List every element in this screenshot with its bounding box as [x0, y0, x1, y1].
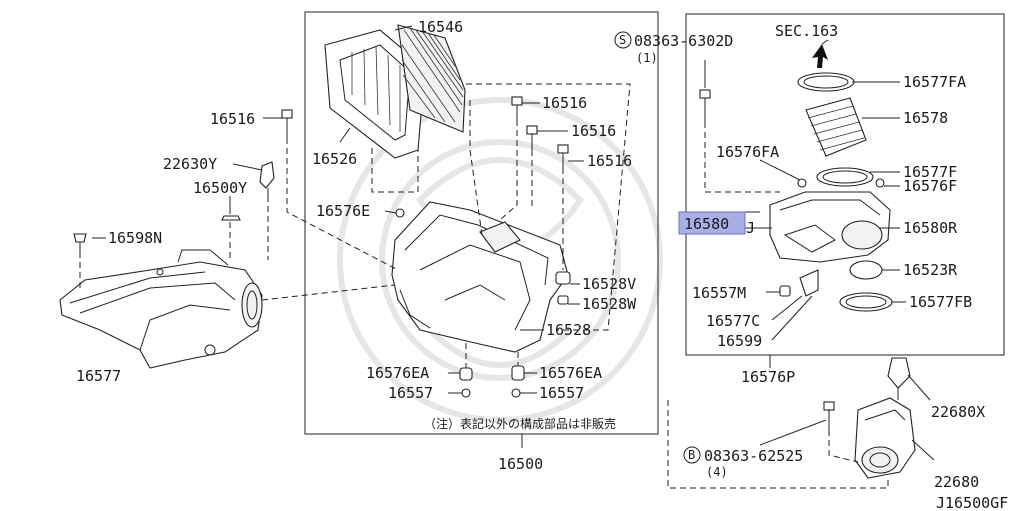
label-16557-left: 16557	[388, 384, 433, 402]
resonator-assembly-box	[685, 13, 1005, 356]
s-bolt-marker-letter: S	[619, 33, 626, 47]
clamp-16577F	[816, 167, 874, 187]
label-16580J-suffix: J	[746, 219, 755, 237]
label-08363-62525-qty: (4)	[706, 465, 728, 479]
label-16516-box-c: 16516	[587, 152, 632, 170]
bolt-16516-left	[281, 109, 293, 138]
label-16500: 16500	[498, 455, 543, 473]
label-16577FA: 16577FA	[903, 73, 966, 91]
air-duct-16577	[59, 249, 263, 369]
sensor-22630Y	[259, 161, 275, 196]
label-16557-right: 16557	[539, 384, 584, 402]
label-16577F: 16577F	[903, 163, 957, 181]
label-22680: 22680	[934, 473, 979, 491]
label-16580R: 16580R	[903, 219, 958, 237]
label-08363-6302D: 08363-6302D	[634, 32, 733, 50]
seal-16523R	[849, 260, 883, 280]
label-16523R: 16523R	[903, 261, 958, 279]
label-16526: 16526	[312, 150, 357, 168]
b-bolt-marker-letter: B	[688, 448, 695, 462]
label-16580J-highlight: 16580	[684, 215, 729, 233]
sensor-22680X	[887, 357, 911, 400]
grommet-16500Y	[221, 215, 241, 221]
label-16528V: 16528V	[582, 275, 636, 293]
label-08363-62525: 08363-62525	[704, 447, 803, 465]
bolt-08363-62525	[823, 401, 835, 430]
sec-163-arrow	[812, 44, 828, 68]
figure-code: J16500GF	[936, 494, 1008, 511]
label-16546: 16546	[418, 18, 463, 36]
label-22680X: 22680X	[931, 403, 985, 421]
label-16576E: 16576E	[316, 202, 370, 220]
label-16557M: 16557M	[692, 284, 746, 302]
filter-housing-16526	[324, 29, 426, 159]
part-labels: 16546 16526 16516 16516 16516 16516 2263…	[76, 18, 1008, 511]
highlight-16580J	[678, 211, 746, 235]
label-16576FA: 16576FA	[716, 143, 779, 161]
air-cleaner-lower-case	[391, 201, 569, 353]
label-16528: 16528	[546, 321, 591, 339]
airflow-meter-22680	[854, 397, 916, 479]
label-16578: 16578	[903, 109, 948, 127]
dashed-assembly-lines	[79, 83, 889, 489]
label-16516-box-a: 16516	[542, 94, 587, 112]
label-08363-6302D-qty: (1)	[636, 51, 658, 65]
s-bolt-marker	[614, 31, 632, 49]
label-16577: 16577	[76, 367, 121, 385]
label-16577C: 16577C	[706, 312, 760, 330]
label-16576F: 16576F	[903, 177, 957, 195]
watermark-emblem	[337, 97, 663, 423]
label-16516-left: 16516	[210, 110, 255, 128]
label-16598N: 16598N	[108, 229, 162, 247]
label-16576EA-left: 16576EA	[366, 364, 429, 382]
clamp-16577FB	[839, 292, 893, 312]
label-16516-box-b: 16516	[571, 122, 616, 140]
label-16528W: 16528W	[582, 295, 637, 313]
clip-16598N	[73, 233, 87, 252]
label-16577FB: 16577FB	[909, 293, 972, 311]
bolts-16516-box	[511, 96, 569, 168]
bellows-hose-16578	[805, 97, 867, 157]
resonator-body-16580	[769, 191, 891, 263]
b-bolt-marker	[683, 446, 701, 464]
label-16576EA-right: 16576EA	[539, 364, 602, 382]
label-22630Y: 22630Y	[163, 155, 217, 173]
label-sec-163: SEC.163	[775, 22, 838, 40]
filter-element-16546	[397, 24, 466, 133]
label-16576P: 16576P	[741, 368, 795, 386]
label-16599: 16599	[717, 332, 762, 350]
note-not-sold: （注）表記以外の構成部品は非販売	[424, 416, 616, 431]
clamp-16577FA	[797, 72, 855, 92]
small-parts-resonator	[699, 89, 885, 297]
label-16500Y: 16500Y	[193, 179, 247, 197]
